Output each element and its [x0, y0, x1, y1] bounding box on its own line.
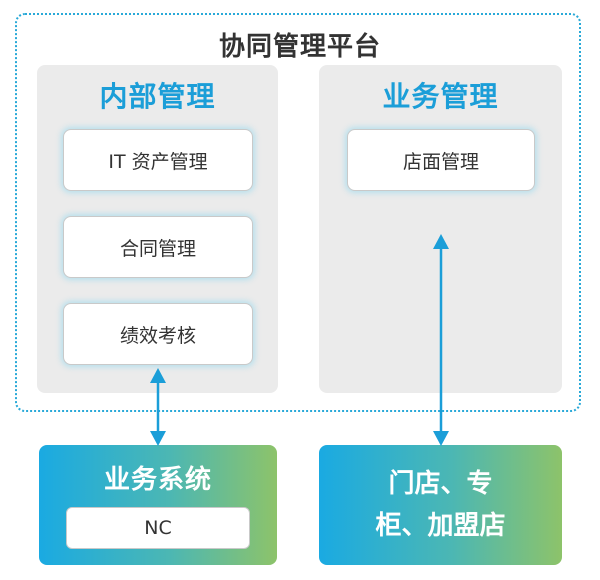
stores-label-line-2: 柜、加盟店 [375, 511, 506, 541]
internal-management-title: 内部管理 [99, 80, 216, 113]
stores-label: 门店、专 柜、加盟店 [319, 463, 562, 547]
business-management-title: 业务管理 [382, 80, 499, 113]
arrow-internal-to-system [150, 368, 166, 446]
arrowhead-up-left [150, 368, 166, 383]
platform-frame [15, 13, 581, 412]
arrow-business-to-stores [433, 234, 449, 446]
arrowhead-down-right [433, 431, 449, 446]
arrowhead-down-left [150, 431, 166, 446]
stores-label-line-1: 门店、专 [388, 469, 493, 499]
internal-management-panel: 内部管理 IT 资产管理 合同管理 绩效考核 [37, 65, 278, 393]
business-system-box[interactable]: 业务系统 NC [39, 445, 277, 565]
contract-management-box[interactable]: 合同管理 [63, 216, 253, 278]
stores-box[interactable]: 门店、专 柜、加盟店 [319, 445, 562, 565]
business-system-title: 业务系统 [103, 465, 212, 495]
nc-box[interactable]: NC [66, 507, 250, 549]
performance-appraisal-box[interactable]: 绩效考核 [63, 303, 253, 365]
platform-title: 协同管理平台 [218, 32, 381, 62]
arrowhead-up-right [433, 234, 449, 249]
store-management-box[interactable]: 店面管理 [347, 129, 535, 191]
it-asset-management-box[interactable]: IT 资产管理 [63, 129, 253, 191]
